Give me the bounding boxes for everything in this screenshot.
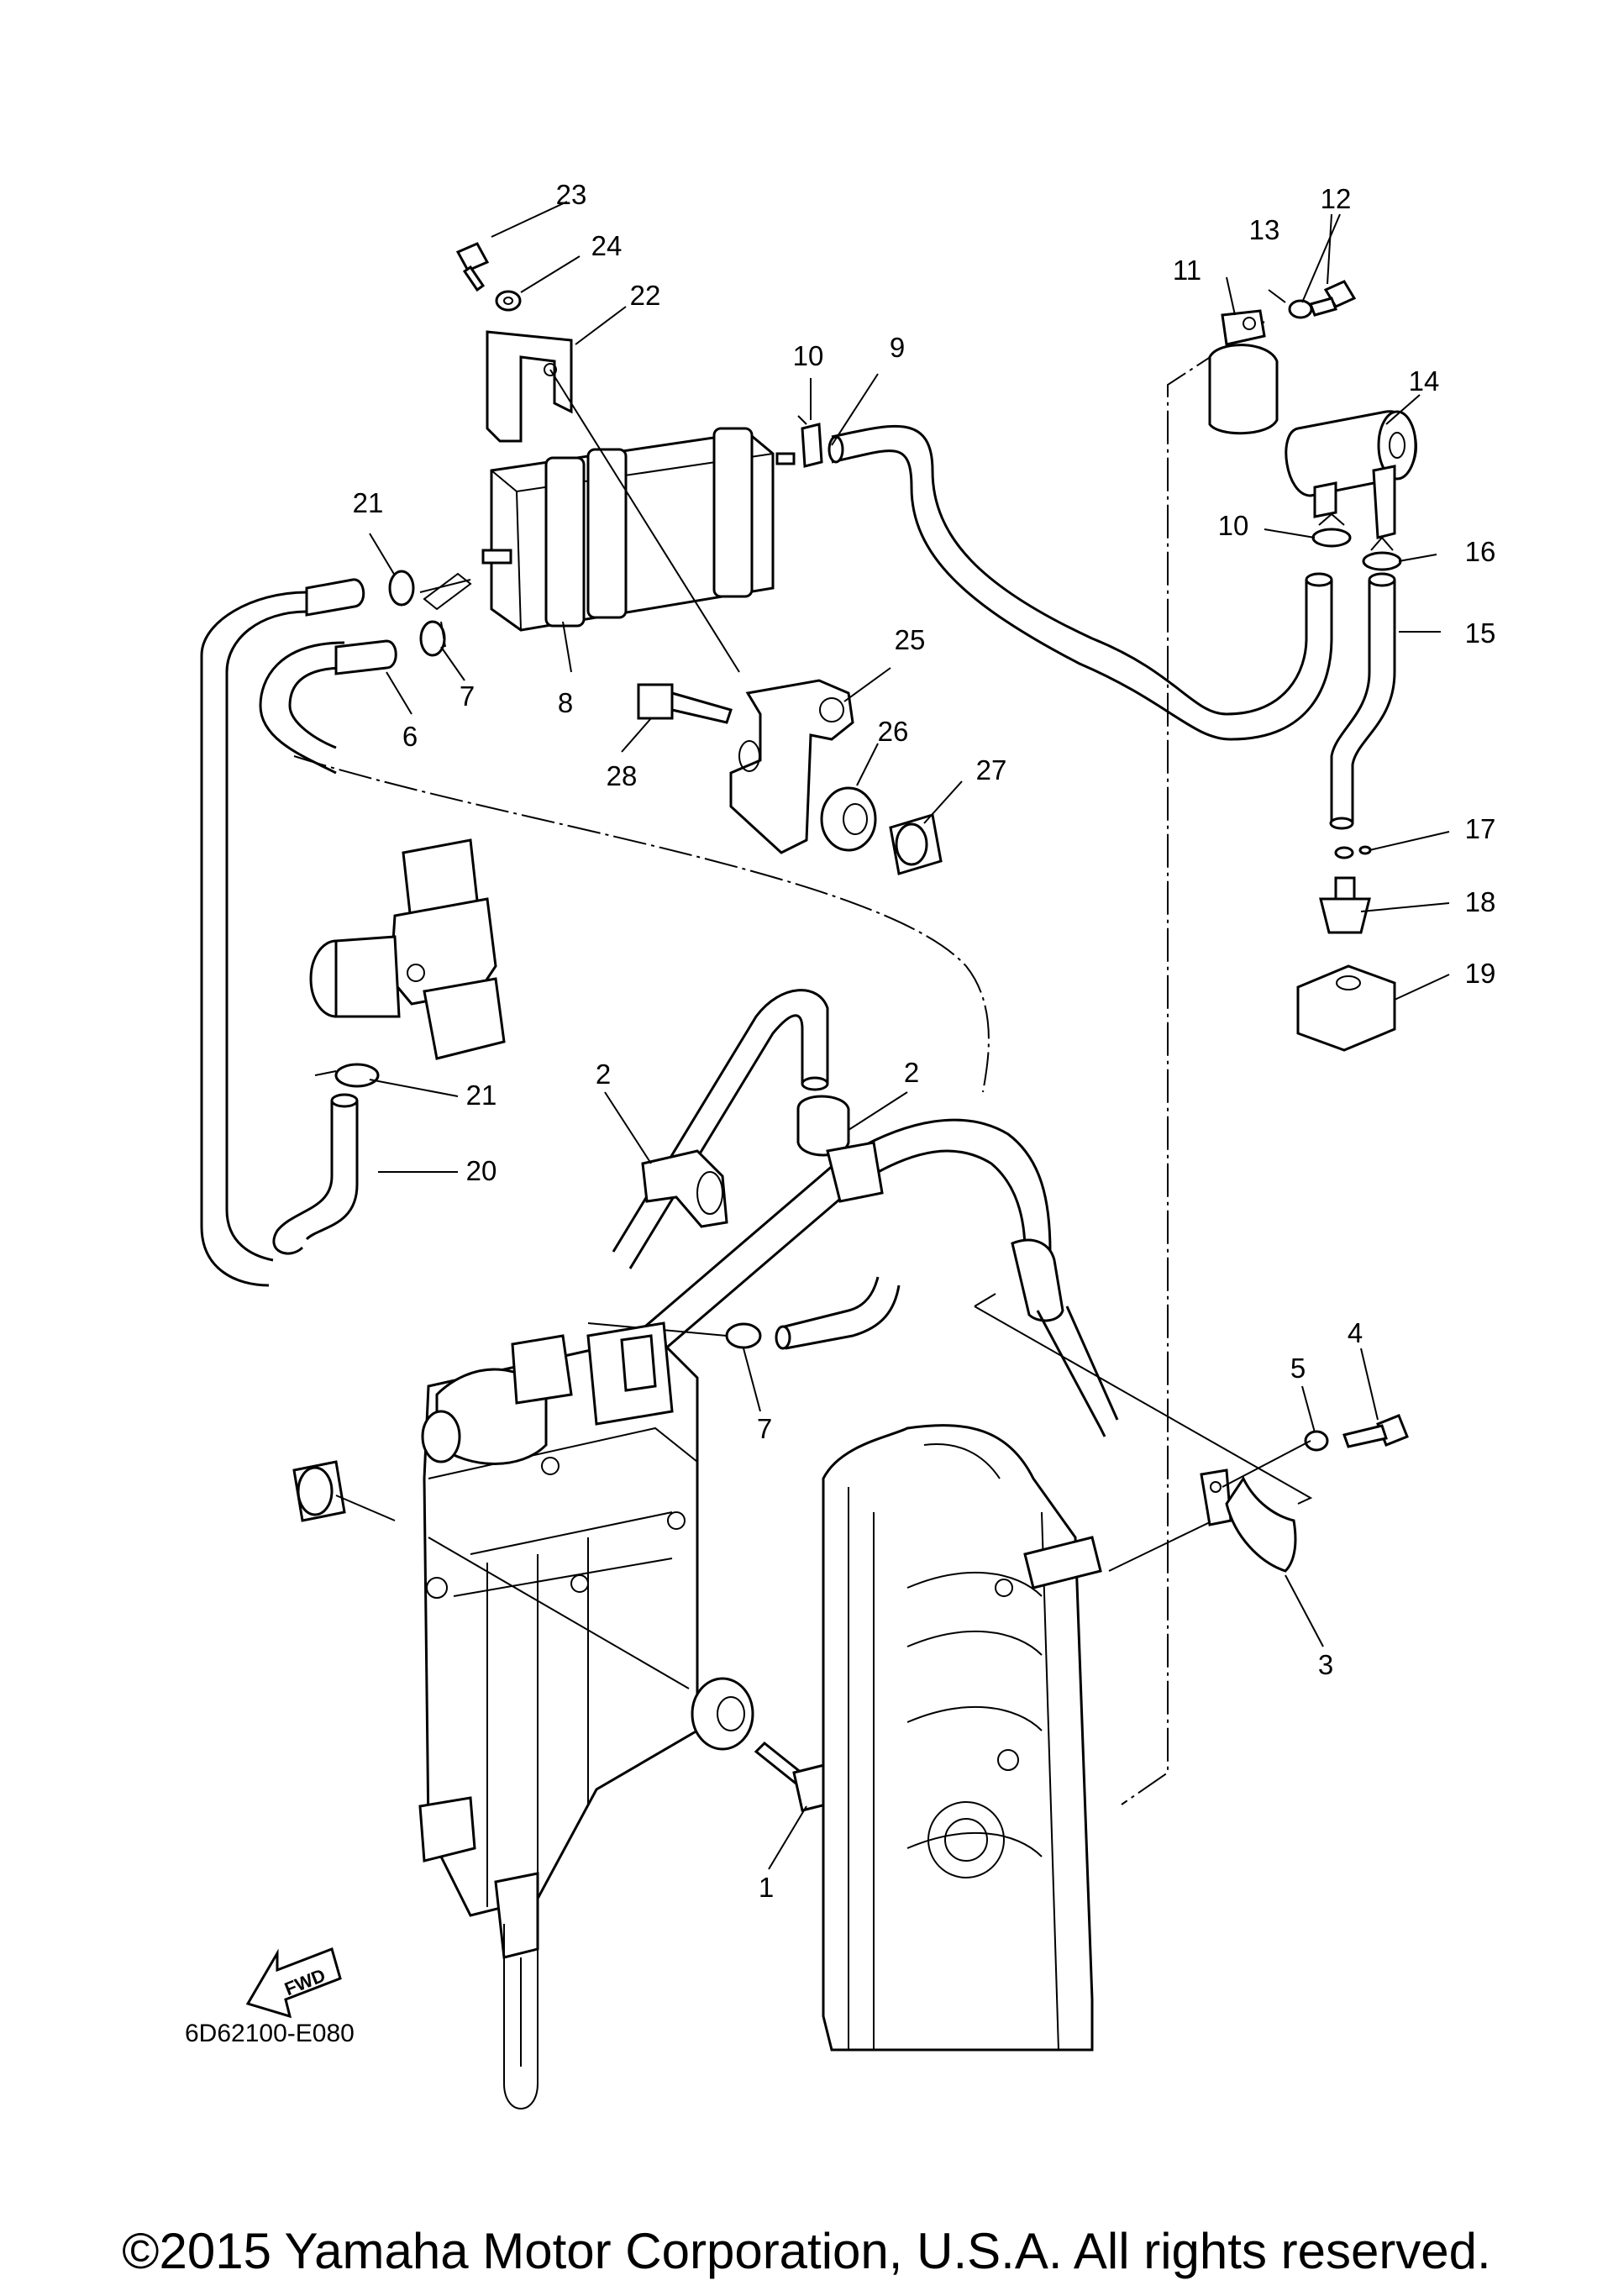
callout-numbers: 23 24 22 10 9 12 13 11 14 10 16 15 17 18… bbox=[353, 179, 1496, 1903]
grommet-26 bbox=[820, 786, 877, 852]
fwd-arrow-icon: FWD bbox=[245, 1947, 342, 2019]
callout-14: 14 bbox=[1409, 365, 1440, 397]
collar-left bbox=[292, 1460, 690, 1689]
callout-23: 23 bbox=[556, 179, 587, 210]
filter-14 bbox=[1285, 410, 1417, 539]
bracket-25 bbox=[729, 679, 854, 854]
callout-17: 17 bbox=[1465, 813, 1496, 844]
callout-20: 20 bbox=[466, 1155, 497, 1186]
washer-13 bbox=[1288, 299, 1313, 319]
callout-4: 4 bbox=[1348, 1317, 1363, 1348]
clip-7-upper bbox=[419, 620, 446, 657]
bolt-23 bbox=[455, 242, 490, 292]
callout-5: 5 bbox=[1290, 1353, 1306, 1384]
diagram-code: 6D62100-E080 bbox=[185, 2020, 355, 2047]
clamp-11 bbox=[1208, 309, 1279, 435]
clip-21-upper bbox=[388, 570, 471, 607]
callout-11: 11 bbox=[1173, 255, 1201, 286]
clip-16 bbox=[1362, 536, 1402, 571]
hose-upper-center bbox=[612, 989, 829, 1269]
copyright-notice: ©2015 Yamaha Motor Corporation, U.S.A. A… bbox=[122, 2223, 1491, 2279]
ring-17 bbox=[1334, 845, 1372, 859]
clamp-2-right bbox=[796, 1095, 884, 1203]
control-valve bbox=[309, 838, 506, 1060]
callout-28: 28 bbox=[607, 760, 638, 791]
callout-19: 19 bbox=[1465, 958, 1496, 989]
callout-3: 3 bbox=[1318, 1649, 1333, 1680]
clip-10-upper bbox=[797, 415, 823, 468]
canister-bracket-22 bbox=[486, 330, 740, 673]
clamp-2-left bbox=[641, 1149, 728, 1228]
callout-21-upper: 21 bbox=[353, 487, 384, 518]
callout-7-upper: 7 bbox=[460, 680, 475, 712]
callout-7-lower: 7 bbox=[757, 1413, 772, 1444]
hose-20 bbox=[272, 1093, 359, 1255]
valve-18 bbox=[1319, 876, 1371, 934]
callout-1: 1 bbox=[759, 1872, 774, 1903]
callout-10-upper: 10 bbox=[793, 340, 824, 371]
callout-12: 12 bbox=[1321, 183, 1352, 214]
callout-2-left: 2 bbox=[596, 1059, 611, 1090]
leader-lines bbox=[369, 201, 1450, 1870]
hose-small-elbow bbox=[775, 1276, 901, 1350]
bolt-4 bbox=[1342, 1414, 1409, 1448]
clip-21-lower bbox=[314, 1063, 380, 1088]
callout-8: 8 bbox=[558, 687, 573, 718]
bolt-12 bbox=[1309, 280, 1357, 317]
callout-10-lower: 10 bbox=[1218, 510, 1249, 541]
bolt-28 bbox=[637, 683, 733, 724]
washer-5 bbox=[1304, 1430, 1329, 1452]
callout-13: 13 bbox=[1249, 214, 1280, 245]
cylinder-block bbox=[822, 1424, 1102, 2052]
charcoal-canister bbox=[481, 427, 796, 632]
hose-right-center bbox=[604, 1118, 1119, 1437]
hose-9 bbox=[828, 424, 1333, 741]
clip-7-lower bbox=[587, 1322, 762, 1349]
hose-15 bbox=[1329, 572, 1396, 830]
callout-16: 16 bbox=[1465, 536, 1496, 567]
hose-6 bbox=[200, 578, 397, 1287]
callout-18: 18 bbox=[1465, 886, 1496, 917]
callout-26: 26 bbox=[878, 716, 909, 747]
collar-27 bbox=[889, 813, 943, 875]
callout-2-right: 2 bbox=[904, 1057, 919, 1088]
clip-10-lower bbox=[1311, 512, 1352, 548]
callout-24: 24 bbox=[591, 230, 623, 261]
callout-22: 22 bbox=[630, 280, 661, 311]
callout-21-lower: 21 bbox=[466, 1080, 497, 1111]
callout-9: 9 bbox=[890, 332, 905, 363]
vapor-separator bbox=[418, 1321, 699, 2109]
washer-24 bbox=[495, 290, 522, 312]
clamp-3 bbox=[1200, 1440, 1311, 1573]
grommet-lower bbox=[691, 1677, 754, 1751]
callout-15: 15 bbox=[1465, 617, 1496, 649]
cover-19 bbox=[1296, 964, 1396, 1052]
callout-27: 27 bbox=[976, 754, 1007, 785]
callout-25: 25 bbox=[895, 624, 926, 655]
callout-6: 6 bbox=[402, 721, 418, 752]
